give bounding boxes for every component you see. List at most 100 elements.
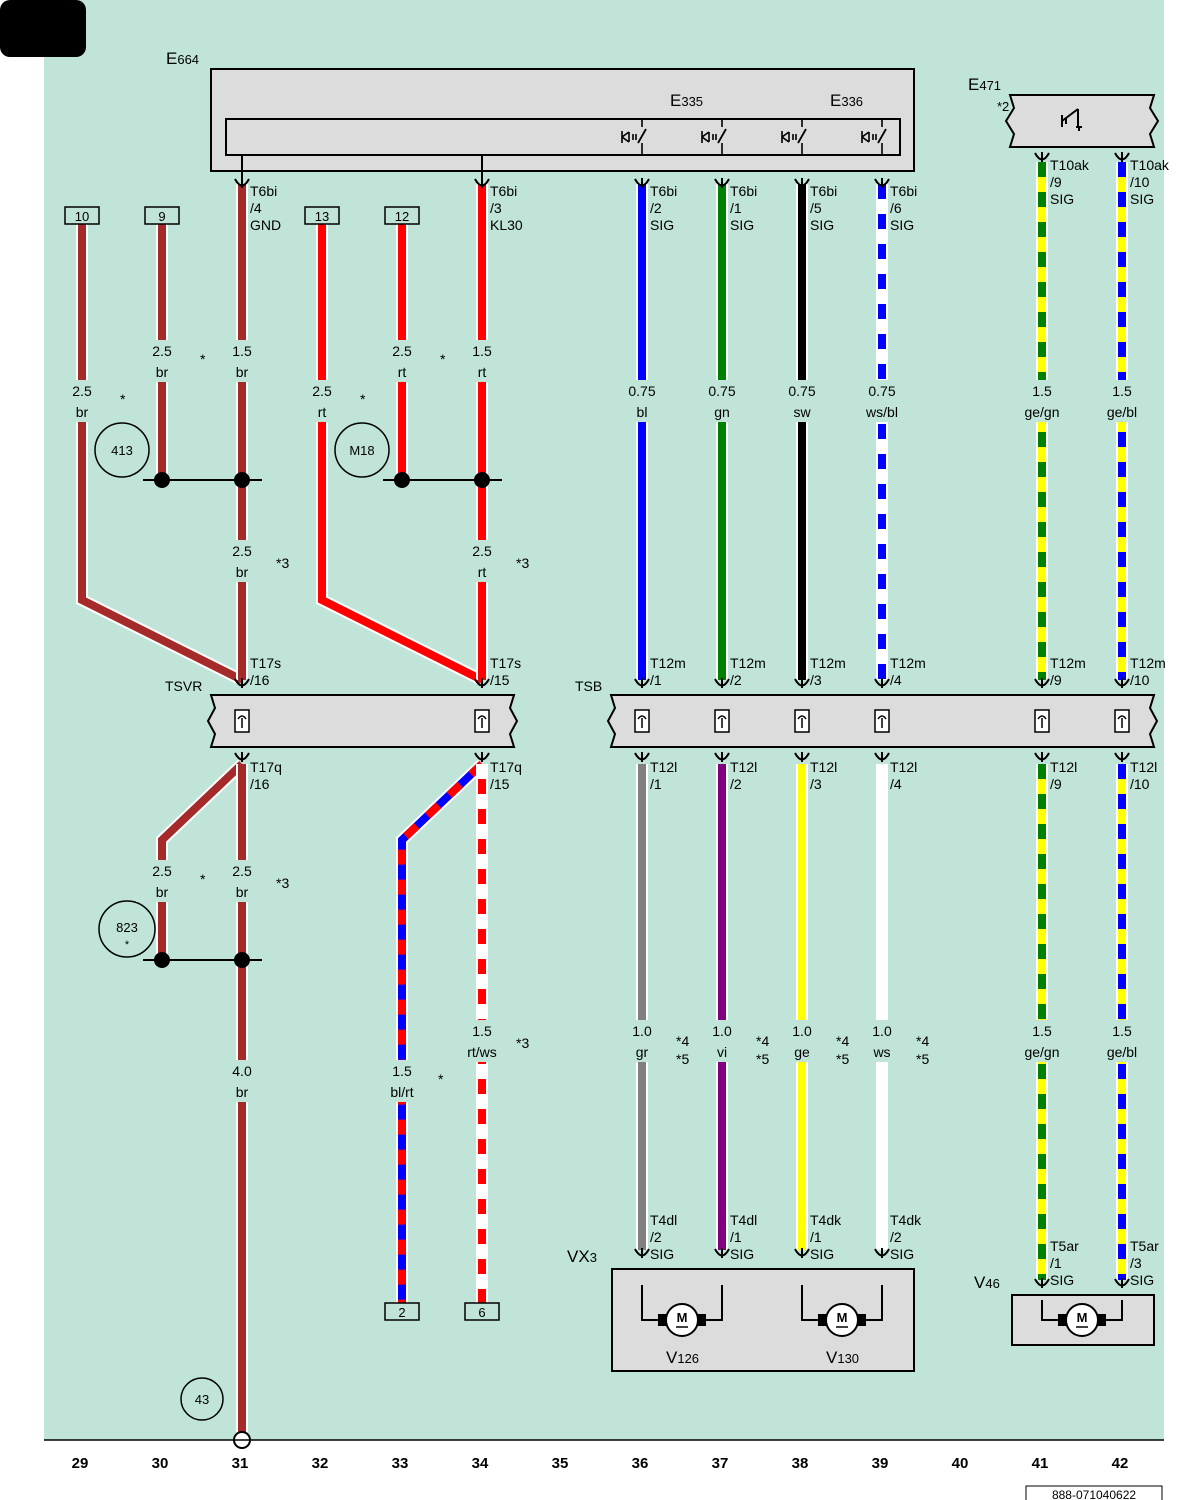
svg-text:/2: /2 bbox=[650, 200, 662, 216]
column-number: 42 bbox=[1112, 1455, 1129, 1472]
wire-blrt-col33 bbox=[396, 759, 487, 1303]
footnote-marker: * bbox=[360, 391, 366, 407]
pin-label: T17q/15 bbox=[490, 759, 522, 792]
wire-label: 1.0ws bbox=[872, 1023, 892, 1060]
pin-contact-icon bbox=[234, 678, 250, 688]
svg-text:/1: /1 bbox=[650, 672, 662, 688]
svg-text:1.5: 1.5 bbox=[472, 1023, 492, 1039]
pin-label: T12l/9 bbox=[1050, 759, 1077, 792]
column-number: 33 bbox=[392, 1455, 409, 1472]
column-number: 30 bbox=[152, 1455, 169, 1472]
svg-text:T6bi: T6bi bbox=[890, 183, 917, 199]
svg-text:1.0: 1.0 bbox=[712, 1023, 732, 1039]
footnote-marker: *4 bbox=[756, 1033, 769, 1049]
connector-pin-icon bbox=[794, 709, 810, 733]
svg-text:SIG: SIG bbox=[1050, 1272, 1074, 1288]
pin-label: T12m/4 bbox=[890, 655, 926, 688]
svg-text:/6: /6 bbox=[890, 200, 902, 216]
footnote-marker: *3 bbox=[276, 555, 289, 571]
svg-text:SIG: SIG bbox=[890, 217, 914, 233]
pin-label: T12m/3 bbox=[810, 655, 846, 688]
pin-contact-icon bbox=[714, 178, 730, 188]
footnote-marker: * bbox=[438, 1071, 444, 1087]
ref-box: 13 bbox=[304, 206, 340, 225]
column-number: 40 bbox=[952, 1455, 969, 1472]
svg-text:T5ar: T5ar bbox=[1130, 1238, 1159, 1254]
svg-text:/2: /2 bbox=[890, 1229, 902, 1245]
pin-contact-icon bbox=[234, 752, 250, 762]
connector-pin-icon bbox=[634, 709, 650, 733]
wire-label-bg bbox=[856, 380, 908, 422]
wire-label: 1.5ge/bl bbox=[1107, 383, 1137, 420]
svg-text:2: 2 bbox=[398, 1305, 405, 1320]
svg-text:0.75: 0.75 bbox=[628, 383, 655, 399]
e471-switch: E471 *2 bbox=[968, 75, 1160, 148]
ground-ref-circle: 413 bbox=[94, 422, 150, 478]
svg-text:sw: sw bbox=[793, 404, 811, 420]
svg-text:VX3: VX3 bbox=[567, 1247, 597, 1266]
wire-label: 1.5br bbox=[232, 343, 252, 380]
svg-text:ge/gn: ge/gn bbox=[1024, 1044, 1059, 1060]
svg-text:2.5: 2.5 bbox=[392, 343, 412, 359]
wire-label-bg bbox=[136, 340, 188, 382]
svg-text:/9: /9 bbox=[1050, 672, 1062, 688]
footnote-marker: *5 bbox=[836, 1051, 849, 1067]
connector-pin-icon bbox=[234, 709, 250, 733]
ref-box: 6 bbox=[464, 1302, 500, 1321]
page-tab bbox=[0, 0, 86, 57]
ref-box: 2 bbox=[384, 1302, 420, 1321]
wire-label-bg bbox=[1096, 380, 1148, 422]
pushbutton-switch-icon bbox=[781, 119, 807, 155]
svg-text:M18: M18 bbox=[349, 443, 374, 458]
tsvr-connector-block: TSVR bbox=[165, 678, 519, 748]
svg-text:1.5: 1.5 bbox=[1112, 383, 1132, 399]
connector-pin-icon bbox=[474, 709, 490, 733]
svg-text:9: 9 bbox=[158, 209, 165, 224]
svg-text:E335: E335 bbox=[670, 91, 703, 110]
connector-pin-icon bbox=[1114, 709, 1130, 733]
svg-text:/4: /4 bbox=[250, 200, 262, 216]
svg-text:/2: /2 bbox=[650, 1229, 662, 1245]
svg-text:/3: /3 bbox=[1130, 1255, 1142, 1271]
svg-text:br: br bbox=[236, 564, 249, 580]
svg-text:T12m: T12m bbox=[890, 655, 926, 671]
svg-text:1.0: 1.0 bbox=[792, 1023, 812, 1039]
wire-label: 1.5ge/gn bbox=[1024, 1023, 1059, 1060]
footnote-marker: * bbox=[120, 391, 126, 407]
pin-contact-icon bbox=[1034, 752, 1050, 762]
svg-text:13: 13 bbox=[315, 209, 329, 224]
svg-text:1.0: 1.0 bbox=[632, 1023, 652, 1039]
svg-text:/10: /10 bbox=[1130, 672, 1150, 688]
svg-text:SIG: SIG bbox=[730, 217, 754, 233]
svg-text:gn: gn bbox=[714, 404, 730, 420]
svg-text:T17s: T17s bbox=[250, 655, 281, 671]
svg-text:1.5: 1.5 bbox=[232, 343, 252, 359]
pin-contact-icon bbox=[474, 178, 490, 188]
pin-contact-icon bbox=[1034, 1278, 1050, 1288]
wire-label-bg bbox=[136, 860, 188, 902]
svg-text:gr: gr bbox=[636, 1044, 649, 1060]
svg-text:/1: /1 bbox=[810, 1229, 822, 1245]
svg-text:/9: /9 bbox=[1050, 174, 1062, 190]
svg-text:SIG: SIG bbox=[890, 1246, 914, 1262]
splice-junctions bbox=[143, 472, 502, 968]
wire-label-bg bbox=[616, 380, 668, 422]
svg-text:br: br bbox=[236, 1084, 249, 1100]
wire-label: 1.0ge bbox=[792, 1023, 812, 1060]
svg-text:br: br bbox=[156, 364, 169, 380]
wire-label-bg bbox=[216, 340, 268, 382]
svg-text:/15: /15 bbox=[490, 672, 510, 688]
svg-text:2.5: 2.5 bbox=[472, 543, 492, 559]
pin-label: T12l/4 bbox=[890, 759, 917, 792]
ref-box: 12 bbox=[384, 206, 420, 225]
svg-text:vi: vi bbox=[717, 1044, 727, 1060]
footer-code-box: 888-071040622 bbox=[1025, 1485, 1163, 1500]
pin-label: T12m/1 bbox=[650, 655, 686, 688]
pin-contact-icon bbox=[1114, 678, 1130, 688]
pin-label: T12l/1 bbox=[650, 759, 677, 792]
